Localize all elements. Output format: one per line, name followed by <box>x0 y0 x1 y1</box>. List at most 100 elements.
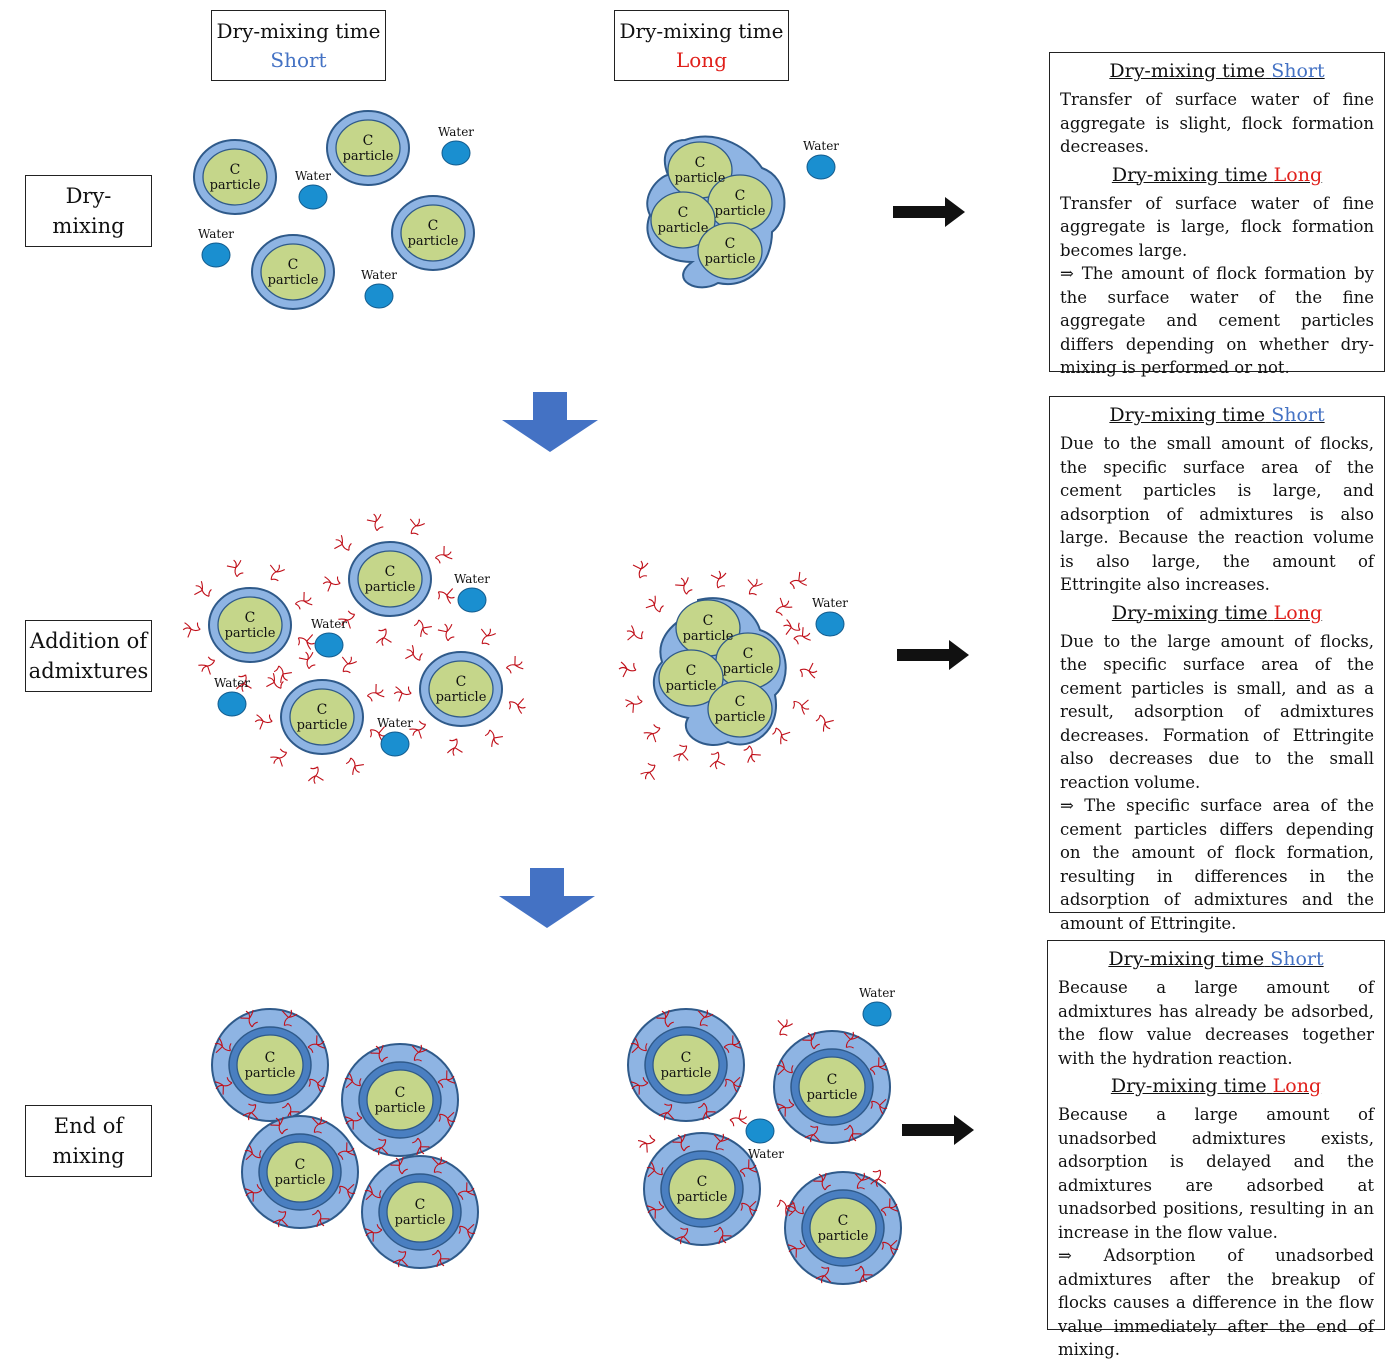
admixture-molecule <box>709 751 726 770</box>
admixture-molecule <box>623 624 646 646</box>
admixture-molecule <box>297 649 318 672</box>
panel1-long-heading: Dry-mixing time Long <box>1111 163 1323 186</box>
water-label: Water <box>361 268 397 282</box>
water-droplet <box>201 242 231 268</box>
panel2-short-heading: Dry-mixing time Short <box>1109 404 1325 426</box>
water-label: Water <box>859 986 895 1000</box>
water-droplet <box>314 632 344 658</box>
panel3-conclusion: ⇒ Adsorption of unadsorbed admixtures af… <box>1058 1246 1374 1359</box>
admixture-molecule <box>295 630 318 651</box>
particle-label-c: C <box>725 236 736 252</box>
particle-label-word: particle <box>666 679 717 694</box>
cement-particle <box>335 119 401 177</box>
particle-label-word: particle <box>210 178 261 193</box>
description-panel-dry-mixing: Dry-mixing time Short Transfer of surfac… <box>1049 52 1385 377</box>
particle-label-word: particle <box>715 204 766 219</box>
cement-particle <box>650 191 716 249</box>
particle-label-c: C <box>288 257 299 273</box>
cement-particle <box>400 204 466 262</box>
admixture-molecule <box>322 574 342 593</box>
water-label: Water <box>454 572 490 586</box>
cement-particle <box>428 660 494 718</box>
cement-particle <box>236 1034 304 1096</box>
admixture-molecule <box>727 1108 750 1129</box>
panel3-long-heading: Dry-mixing time Long <box>1110 1075 1322 1097</box>
header-short: Dry-mixing time Short <box>211 10 386 81</box>
water-droplet <box>441 140 471 166</box>
water-droplet <box>457 587 487 613</box>
cement-particle <box>289 688 355 746</box>
cement-particle <box>366 1069 434 1131</box>
process-flow-arrow <box>502 392 598 452</box>
admixture-molecule <box>672 742 694 765</box>
admixture-molecule <box>642 593 667 618</box>
admixture-molecule <box>742 575 764 598</box>
admixture-molecule <box>411 615 435 640</box>
water-droplet <box>862 1001 892 1027</box>
particle-label-c: C <box>678 205 689 221</box>
water-droplet <box>815 611 845 637</box>
admixture-molecule <box>431 543 455 566</box>
particle-label-c: C <box>743 646 754 662</box>
water-label: Water <box>295 169 331 183</box>
admixture-molecule <box>375 627 394 647</box>
admixture-molecule <box>336 652 359 676</box>
particle-label-word: particle <box>343 149 394 164</box>
admixture-molecule <box>446 737 465 757</box>
water-droplet <box>364 283 394 309</box>
particle-label-word: particle <box>275 1173 326 1188</box>
header-short-title: Dry-mixing time <box>216 19 381 43</box>
admixture-molecule <box>225 557 246 580</box>
cement-particle <box>260 243 326 301</box>
header-short-value: Short <box>270 48 327 72</box>
particle-label-c: C <box>703 613 714 629</box>
particle-label-word: particle <box>705 252 756 267</box>
particle-label-c: C <box>428 218 439 234</box>
admixture-molecule <box>770 594 795 619</box>
header-long: Dry-mixing time Long <box>614 10 789 81</box>
particle-label-word: particle <box>661 1066 712 1081</box>
particle-label-word: particle <box>683 629 734 644</box>
particle-label-word: particle <box>408 234 459 249</box>
panel3-short-text: Because a large amount of admixtures has… <box>1058 978 1374 1068</box>
admixture-molecule <box>182 620 202 639</box>
result-arrow <box>897 640 969 670</box>
cement-particle <box>798 1056 866 1118</box>
particle-label-word: particle <box>675 171 726 186</box>
panel1-conclusion: ⇒ The amount of flock formation by the s… <box>1060 264 1374 377</box>
admixture-molecule <box>632 560 649 579</box>
admixture-molecule <box>799 662 818 679</box>
particle-label-c: C <box>245 610 256 626</box>
particle-label-word: particle <box>715 710 766 725</box>
particle-label-word: particle <box>658 221 709 236</box>
admixture-molecule <box>813 709 837 734</box>
particle-label-c: C <box>735 188 746 204</box>
water-label: Water <box>803 139 839 153</box>
panel2-long-text: Due to the large amount of flocks, the s… <box>1060 631 1374 792</box>
cement-particle <box>217 596 283 654</box>
particle-label-word: particle <box>365 580 416 595</box>
particle-label-c: C <box>681 1050 692 1066</box>
header-long-title: Dry-mixing time <box>619 19 784 43</box>
water-droplet <box>806 154 836 180</box>
cement-particle <box>357 550 423 608</box>
particle-label-word: particle <box>225 626 276 641</box>
particle-label-c: C <box>265 1050 276 1066</box>
panel2-short-text: Due to the small amount of flocks, the s… <box>1060 434 1374 594</box>
description-panel-end: Dry-mixing time Short Because a large am… <box>1047 940 1385 1359</box>
panel1-short-text: Transfer of surface water of fine aggreg… <box>1060 90 1374 156</box>
particle-label-c: C <box>395 1085 406 1101</box>
particle-label-word: particle <box>395 1213 446 1228</box>
particle-label-c: C <box>695 155 706 171</box>
cement-particle <box>697 222 763 280</box>
particle-label-c: C <box>686 663 697 679</box>
particle-label-word: particle <box>245 1066 296 1081</box>
admixture-molecule <box>404 514 427 538</box>
admixture-molecule <box>673 574 695 598</box>
admixture-molecule <box>506 694 529 715</box>
admixture-molecule <box>790 694 813 716</box>
